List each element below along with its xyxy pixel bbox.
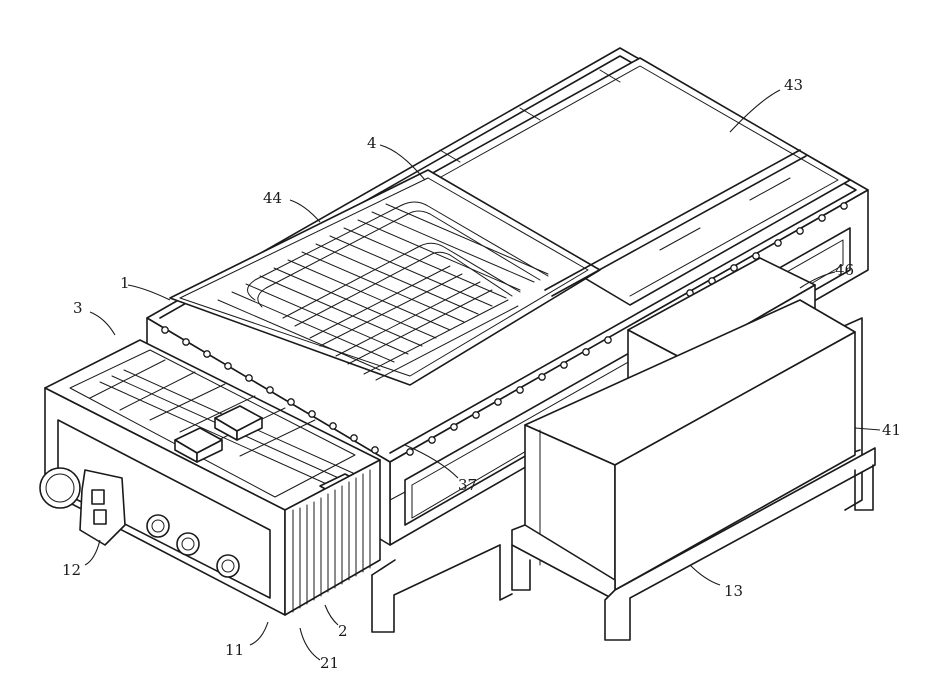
label-3: 3 [73,299,83,317]
label-21: 21 [320,654,339,672]
label-1: 1 [120,274,130,292]
label-44: 44 [263,189,282,207]
label-2: 2 [338,622,348,640]
label-41: 41 [882,421,901,439]
label-12: 12 [62,561,81,579]
label-13: 13 [724,582,743,600]
label-11: 11 [225,641,244,659]
label-37: 37 [458,476,477,494]
label-46: 46 [835,261,854,279]
label-4: 4 [367,134,377,152]
label-43: 43 [784,76,803,94]
